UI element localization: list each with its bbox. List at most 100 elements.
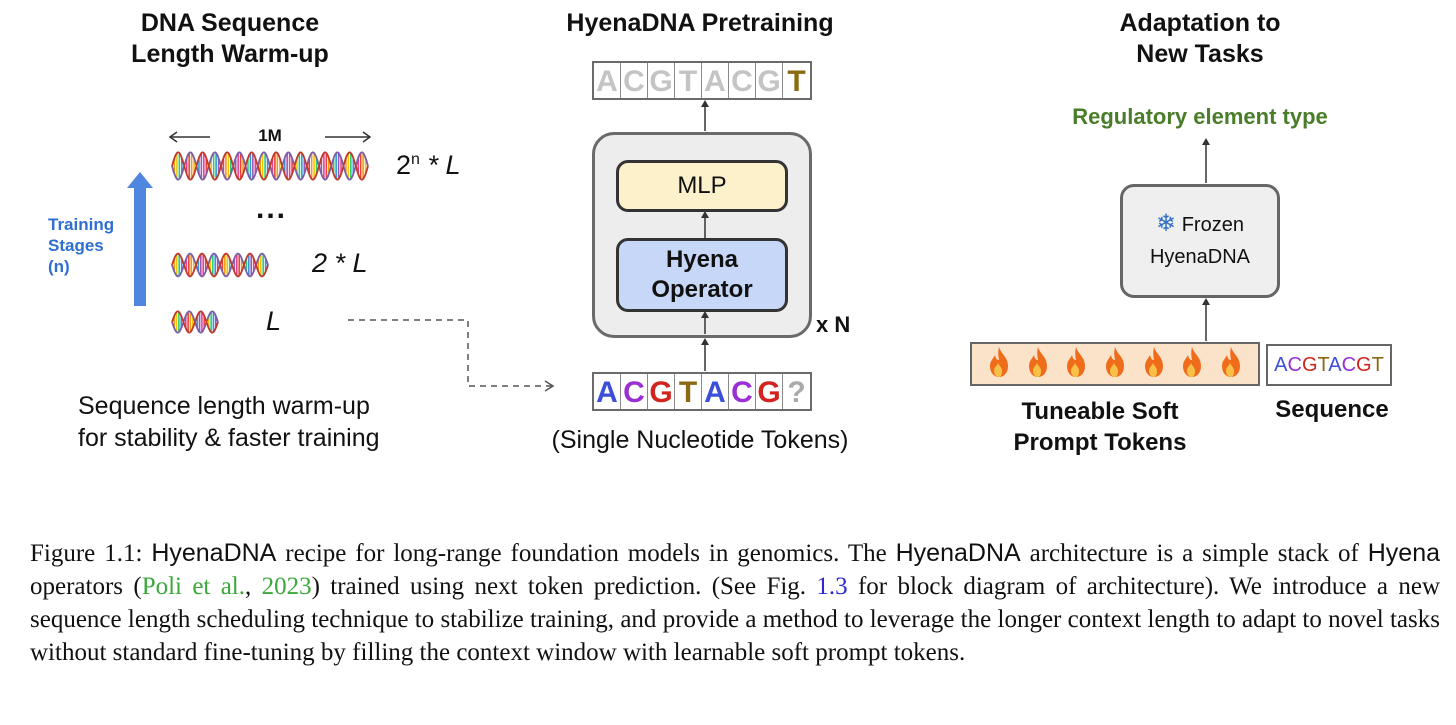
stage-1-label: L <box>266 306 282 336</box>
sequence-char: C <box>1341 354 1357 376</box>
output-token: G <box>756 63 783 98</box>
dna-helix-icon <box>171 151 369 181</box>
inner-arrow <box>701 211 709 238</box>
input-token: A <box>594 374 621 409</box>
mlp-box: MLP <box>616 160 788 212</box>
input-token: C <box>729 374 756 409</box>
sequence-char: G <box>1356 354 1372 376</box>
caption-t4: , <box>245 573 262 600</box>
sequence-char: C <box>1287 354 1302 376</box>
flame-icon <box>1025 346 1051 383</box>
prompt-input-arrow <box>1202 298 1210 341</box>
repeat-label: x N <box>816 312 851 337</box>
model-label: HyenaDNA <box>1149 246 1251 268</box>
input-token: A <box>702 374 729 409</box>
warmup-title: DNA Sequence Length Warm-up <box>90 8 370 70</box>
length-arrows <box>168 131 372 143</box>
training-line1: Training <box>48 215 115 234</box>
soft-prompt-label: Tuneable Soft Prompt Tokens <box>1000 396 1200 458</box>
hyena-line1: Hyena <box>665 246 739 273</box>
dashed-connector <box>348 319 555 392</box>
frozen-model-box: ❄ Frozen HyenaDNA <box>1120 184 1280 298</box>
output-arrow <box>701 100 709 131</box>
frozen-label-row: ❄ Frozen <box>1123 209 1277 238</box>
training-line3: (n) <box>48 257 70 276</box>
task-output-arrow <box>1202 138 1210 183</box>
warmup-description: Sequence length warm-up for stability & … <box>78 390 380 454</box>
caption-prefix: Figure 1.1: <box>30 540 152 567</box>
hyena-operator-box: Hyena Operator <box>616 238 788 312</box>
sequence-label: Sequence <box>1275 396 1389 423</box>
training-stages-arrow <box>127 172 153 306</box>
caption-t2: architecture is a simple stack of <box>1020 540 1368 567</box>
flame-icon <box>1102 346 1128 383</box>
pretraining-title: HyenaDNA Pretraining <box>566 9 834 37</box>
soft-prompt-box <box>970 342 1260 386</box>
left-length-arrowhead <box>168 131 178 143</box>
output-token: A <box>594 63 621 98</box>
stage-n-base: 2 <box>396 150 412 180</box>
output-token: C <box>729 63 756 98</box>
warmup-desc-line1: Sequence length warm-up <box>78 392 370 420</box>
caption-t6: for block diagram of architecture). We i… <box>30 573 1441 666</box>
masked-token: ? <box>787 376 806 409</box>
citation-year-link[interactable]: 2023 <box>261 573 312 600</box>
snowflake-icon: ❄ <box>1156 210 1177 237</box>
sequence-char: T <box>1371 354 1384 376</box>
input-arrow <box>701 338 709 371</box>
output-token: C <box>621 63 648 98</box>
input-token: G <box>648 374 675 409</box>
output-token: T <box>787 65 806 98</box>
sequence-char: G <box>1301 354 1318 376</box>
caption-t3: operators ( <box>30 573 142 600</box>
caption-op: Hyena <box>1367 539 1440 567</box>
output-token: T <box>675 63 702 98</box>
adaptation-title: Adaptation to New Tasks <box>1050 8 1350 70</box>
dna-helix-icon <box>171 252 269 278</box>
output-token: G <box>648 63 675 98</box>
stage-arrow-head <box>127 172 153 188</box>
stage-n-rest: * L <box>419 150 461 180</box>
input-token: T <box>675 374 702 409</box>
stage-2-label: 2 * L <box>312 248 368 278</box>
caption-t5: ) trained using next token prediction. (… <box>311 573 817 600</box>
bottom-inner-arrow <box>701 311 709 334</box>
adaptation-title-line1: Adaptation to <box>1119 9 1281 37</box>
output-token: A <box>702 63 729 98</box>
soft-prompt-line1: Tuneable Soft <box>1021 398 1179 425</box>
flame-icon <box>1141 346 1167 383</box>
tokens-caption: (Single Nucleotide Tokens) <box>551 426 849 454</box>
dashed-arrowhead <box>544 380 555 392</box>
training-stages-label: Training Stages (n) <box>48 214 114 277</box>
figure-ref-link[interactable]: 1.3 <box>816 573 848 600</box>
soft-prompt-line2: Prompt Tokens <box>1013 429 1187 456</box>
right-length-arrowhead <box>362 131 372 143</box>
flame-icon <box>1179 346 1205 383</box>
flame-icon <box>1063 346 1089 383</box>
sequence-char: A <box>1328 354 1342 376</box>
dna-helix-icon <box>171 310 219 334</box>
flame-icon <box>986 346 1012 383</box>
citation-author-link[interactable]: Poli et al. <box>141 573 245 600</box>
sequence-char: A <box>1274 354 1288 376</box>
sequence-box: ACGTACGT <box>1266 344 1392 386</box>
dashed-path <box>348 319 552 387</box>
input-token: G <box>756 374 783 409</box>
warmup-title-line1: DNA Sequence <box>140 9 320 37</box>
sequence-char: T <box>1317 354 1329 376</box>
warmup-title-line2: Length Warm-up <box>131 40 329 68</box>
stage-arrow-shaft <box>134 186 146 306</box>
stage-n-label: 2n * L <box>396 150 460 181</box>
frozen-label: Frozen <box>1181 214 1244 236</box>
stage-ellipsis: ... <box>256 192 288 225</box>
caption-t1: recipe for long-range foundation models … <box>276 540 896 567</box>
input-token: C <box>621 374 648 409</box>
training-line2: Stages <box>48 236 104 255</box>
figure-caption: Figure 1.1: HyenaDNA recipe for long-ran… <box>30 537 1440 669</box>
caption-model2: HyenaDNA <box>895 539 1021 567</box>
length-label: 1M <box>258 126 282 145</box>
task-output-label: Regulatory element type <box>1072 104 1328 129</box>
adaptation-title-line2: New Tasks <box>1136 40 1264 68</box>
